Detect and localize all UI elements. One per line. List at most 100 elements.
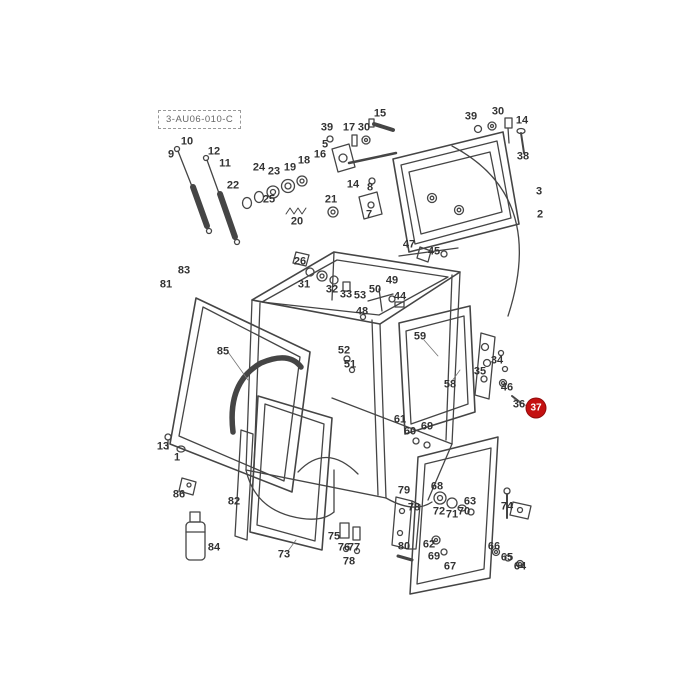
lock-parts: [491, 487, 532, 569]
part-label: 44: [393, 290, 407, 303]
leader-lines: [227, 339, 528, 552]
part-label: 24: [252, 161, 266, 174]
part-label: 19: [283, 161, 297, 174]
part-label: 72: [432, 505, 446, 518]
part-label: 25: [262, 193, 276, 206]
hinge-parts-bottom: [339, 496, 421, 562]
part-label: 82: [227, 495, 241, 508]
part-label: 81: [159, 278, 173, 291]
part-label: 8: [366, 181, 374, 194]
part-label: 62: [422, 538, 436, 551]
part-label: 34: [490, 354, 504, 367]
part-label: 49: [385, 274, 399, 287]
bolt-parts-top-right: [473, 117, 526, 154]
part-label: 32: [325, 283, 339, 296]
part-label: 70: [457, 505, 471, 518]
part-label: 68: [430, 480, 444, 493]
part-label: 12: [207, 145, 221, 158]
part-label: 14: [515, 114, 529, 127]
part-label: 78: [407, 501, 421, 514]
part-label: 77: [347, 541, 361, 554]
part-label: 9: [167, 148, 175, 161]
side-window-parts: [398, 305, 476, 435]
part-label: 2: [536, 208, 544, 221]
part-label: 73: [277, 548, 291, 561]
part-label: 74: [500, 500, 514, 513]
part-label: 39: [464, 110, 478, 123]
part-label: 51: [343, 358, 357, 371]
gas-strut-parts: [173, 145, 241, 246]
pivot-parts-left: [164, 433, 186, 453]
part-label: 21: [324, 193, 338, 206]
highlighted-part-label: 37: [526, 398, 546, 418]
part-label: 39: [320, 121, 334, 134]
part-label: 53: [353, 289, 367, 302]
part-label: 46: [500, 381, 514, 394]
part-label: 5: [321, 138, 329, 151]
part-label: 23: [267, 165, 281, 178]
part-label: 30: [491, 105, 505, 118]
door-frame-drawing: [234, 395, 333, 551]
part-label: 50: [368, 283, 382, 296]
hinge-pin-parts: [292, 251, 351, 292]
part-label: 52: [337, 344, 351, 357]
part-label: 71: [445, 508, 459, 521]
cab-frame-drawing: [245, 251, 461, 520]
part-label: 3: [535, 185, 543, 198]
part-label: 61: [393, 413, 407, 426]
part-label: 33: [339, 288, 353, 301]
part-label: 36: [512, 398, 526, 411]
door-glass-parts: [409, 436, 499, 595]
part-label: 76: [337, 541, 351, 554]
part-label: 11: [219, 157, 231, 170]
rear-window-parts: [392, 131, 520, 317]
part-label: 69: [427, 550, 441, 563]
washer-parts-top-left: [241, 175, 339, 218]
part-label: 7: [365, 208, 373, 221]
part-label: 80: [397, 540, 411, 553]
part-label: 22: [226, 179, 240, 192]
part-label: 30: [357, 121, 371, 134]
part-label: 83: [177, 264, 191, 277]
door-seal-part: [229, 355, 304, 435]
part-label: 60: [403, 425, 417, 438]
part-label: 14: [346, 178, 360, 191]
part-label: 66: [487, 540, 501, 553]
part-label: 26: [293, 255, 307, 268]
part-label: 75: [327, 530, 341, 543]
screw-parts-center: [343, 355, 356, 374]
part-label: 84: [207, 541, 221, 554]
part-label: 47: [402, 238, 416, 251]
part-label: 65: [500, 551, 514, 564]
check-strap-parts: [359, 288, 405, 321]
part-label: 18: [297, 154, 311, 167]
part-label: 58: [443, 378, 457, 391]
part-label: 85: [216, 345, 230, 358]
part-label: 86: [172, 488, 186, 501]
part-label: 64: [513, 560, 527, 573]
latch-assembly-parts: [326, 118, 398, 220]
part-label: 79: [397, 484, 411, 497]
part-label: 69: [420, 420, 434, 433]
part-label: 16: [313, 148, 327, 161]
roller-parts: [412, 437, 431, 449]
windshield-parts: [169, 297, 311, 493]
part-label: 48: [355, 305, 369, 318]
diagram-reference-code: 3-AU06-010-C: [158, 110, 242, 129]
part-label: 78: [342, 555, 356, 568]
part-label: 31: [297, 278, 311, 291]
part-label: 35: [473, 365, 487, 378]
part-label: 10: [180, 135, 194, 148]
part-label: 63: [463, 495, 477, 508]
part-label: 38: [516, 150, 530, 163]
part-label: 13: [156, 440, 170, 453]
part-label: 45: [427, 245, 441, 258]
part-label: 67: [443, 560, 457, 573]
part-label: 1: [173, 451, 181, 464]
part-label: 20: [290, 215, 304, 228]
part-label: 15: [373, 107, 387, 120]
part-label: 59: [413, 330, 427, 343]
part-label: 17: [342, 121, 356, 134]
